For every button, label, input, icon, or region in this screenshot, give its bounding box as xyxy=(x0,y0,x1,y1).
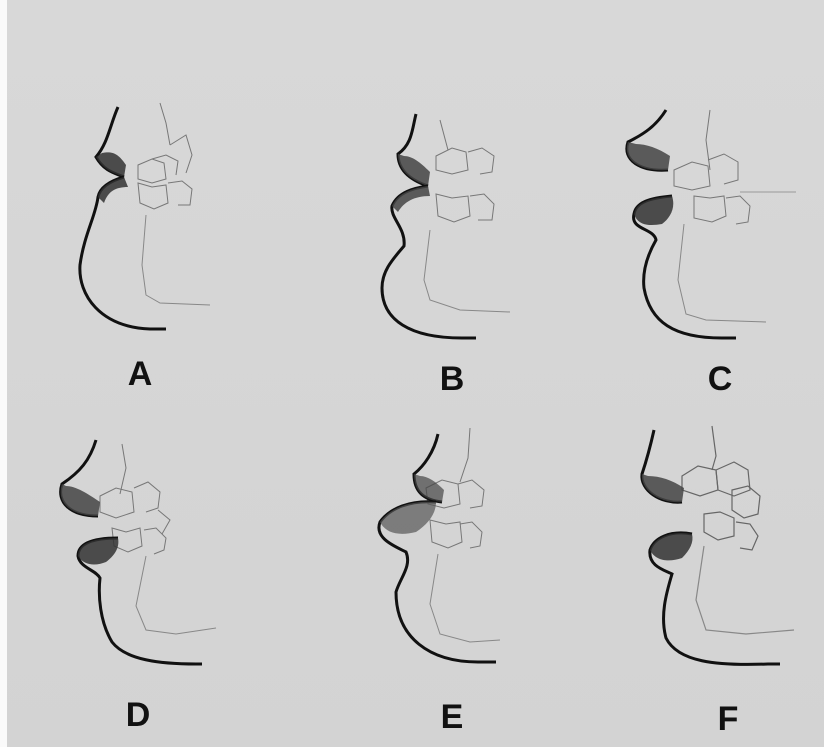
panel-b-label: B xyxy=(422,362,482,396)
panel-a-teeth xyxy=(138,103,210,305)
panel-f-drawing xyxy=(620,426,810,676)
panel-f-teeth xyxy=(682,426,794,634)
panel-c-drawing xyxy=(610,100,810,350)
panel-a-label: A xyxy=(110,357,170,391)
panel-b: B xyxy=(370,100,550,350)
panel-e-drawing xyxy=(360,428,540,678)
panel-e-label: E xyxy=(422,700,482,734)
panel-c-label: C xyxy=(690,362,750,396)
panel-e-teeth xyxy=(426,428,500,642)
panel-e: E xyxy=(360,428,540,678)
panel-a-drawing xyxy=(60,95,240,345)
panel-d: D xyxy=(50,432,240,682)
panel-a-lower-lip xyxy=(80,177,166,329)
panel-b-drawing xyxy=(370,100,550,350)
page-edge xyxy=(0,0,7,747)
panel-a: A xyxy=(60,95,240,345)
panel-b-teeth xyxy=(424,120,510,312)
panel-f: F xyxy=(620,426,810,676)
panel-d-drawing xyxy=(50,432,240,682)
panel-c: C xyxy=(610,100,810,350)
panel-d-label: D xyxy=(108,698,168,732)
panel-f-label: F xyxy=(698,702,758,736)
panel-c-teeth xyxy=(674,110,796,322)
